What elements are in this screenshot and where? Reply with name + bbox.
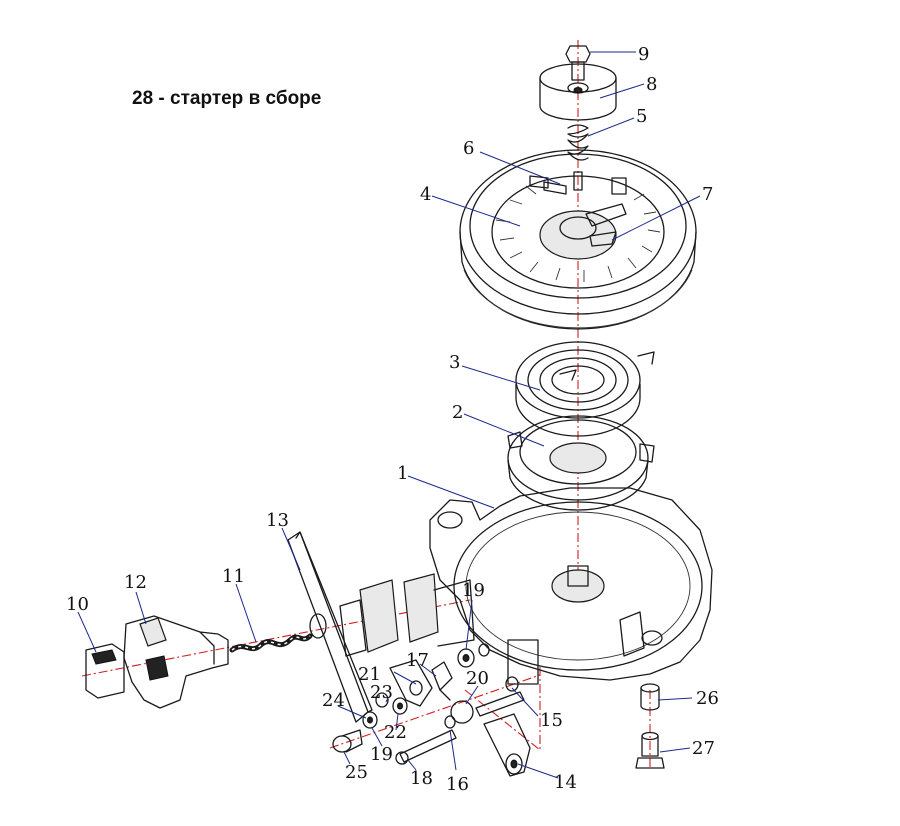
part-18-shaft — [395, 729, 457, 765]
callout-6: 6 — [463, 138, 474, 159]
callout-8: 8 — [646, 74, 657, 95]
part-22-bushing — [392, 697, 408, 715]
callout-20: 20 — [466, 668, 489, 689]
part-3-recoil-spring — [515, 341, 655, 437]
callout-16: 16 — [446, 774, 469, 795]
part-16-ring — [444, 715, 456, 729]
callout-22: 22 — [384, 722, 407, 743]
part-19-washer-lower — [362, 711, 378, 729]
callout-26: 26 — [696, 688, 719, 709]
callout-27: 27 — [692, 738, 715, 759]
callout-2: 2 — [452, 402, 463, 423]
part-10-handle-insert — [85, 643, 125, 699]
part-1-housing — [429, 487, 713, 681]
callout-18: 18 — [410, 768, 433, 789]
part-11-rope — [229, 633, 313, 653]
callout-11: 11 — [222, 566, 245, 587]
callout-15: 15 — [540, 710, 563, 731]
part-12-handle — [123, 615, 229, 709]
part-14-bracket — [483, 713, 531, 777]
callout-1: 1 — [397, 463, 408, 484]
part-8-cap — [539, 63, 617, 121]
callout-10: 10 — [66, 594, 89, 615]
callout-7: 7 — [702, 184, 713, 205]
callout-21: 21 — [358, 664, 381, 685]
callout-5: 5 — [636, 106, 647, 127]
pin-axis — [329, 674, 541, 749]
part-15-pin — [475, 639, 539, 717]
callout-17: 17 — [406, 650, 429, 671]
part-27-bolt — [635, 731, 665, 769]
part-7-ratchet — [585, 203, 627, 247]
part-2-spring-case — [507, 415, 655, 511]
part-9-bolt — [565, 45, 591, 81]
leader-lines — [77, 51, 701, 779]
part-4-pulley — [459, 149, 697, 330]
callout-23: 23 — [370, 682, 393, 703]
callout-25: 25 — [345, 762, 368, 783]
part-17-clip — [431, 661, 453, 691]
callout-13: 13 — [266, 510, 289, 531]
part-20-spring — [439, 689, 474, 724]
part-25-rivet — [332, 729, 363, 753]
part-26-sleeve — [640, 683, 660, 711]
callout-12: 12 — [124, 572, 147, 593]
part-21-lever — [389, 659, 433, 707]
part-5-spring — [567, 124, 589, 161]
callout-19-lower: 19 — [370, 744, 393, 765]
handle-axis — [81, 599, 471, 677]
diagram-title: 28 - стартер в сборе — [132, 88, 322, 109]
callout-9: 9 — [638, 44, 649, 65]
housing-rope-guide — [339, 573, 475, 657]
callout-14: 14 — [554, 772, 577, 793]
part-6-pawl — [543, 181, 567, 195]
callout-3: 3 — [449, 352, 460, 373]
part-19-washer-upper — [457, 643, 490, 668]
part-23-bushing — [375, 692, 389, 708]
callout-4: 4 — [420, 184, 431, 205]
callout-24: 24 — [322, 690, 345, 711]
callout-19-upper: 19 — [462, 580, 485, 601]
